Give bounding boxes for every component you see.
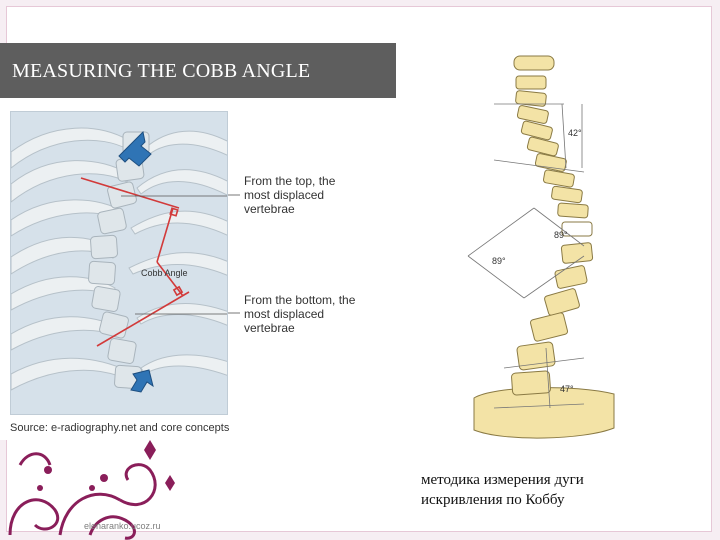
leader-extensions — [228, 194, 240, 314]
rib — [136, 169, 227, 196]
rib — [128, 252, 227, 276]
bottom-arrow — [130, 369, 154, 393]
bottom-vertebra-callout: From the bottom, the most displaced vert… — [244, 293, 355, 335]
vertebra — [107, 181, 137, 209]
panel-title: MEASURING THE COBB ANGLE — [12, 60, 311, 82]
callout-line: vertebrae — [244, 202, 295, 216]
vertebra — [99, 311, 129, 339]
callout-line: From the bottom, the — [244, 293, 356, 307]
rib — [11, 357, 122, 391]
pelvis — [473, 387, 615, 439]
scoliosis-spine-panel: 42° 89° 89° 47° — [454, 48, 630, 446]
website-watermark: elenaranko.ucoz.ru — [84, 521, 161, 531]
caption-line: искривления по Коббу — [421, 492, 565, 508]
vertebra — [520, 120, 553, 141]
vertebra — [542, 169, 575, 188]
title-bar: MEASURING THE COBB ANGLE — [0, 43, 396, 98]
callout-line: most displaced — [244, 188, 325, 202]
vertebra — [526, 136, 559, 157]
vertebra — [107, 338, 137, 364]
scoliosis-spine-svg: 42° 89° 89° 47° — [467, 55, 615, 439]
vertebra — [513, 55, 555, 71]
rib — [130, 210, 227, 236]
vertebra — [557, 202, 589, 219]
source-credit: Source: e-radiography.net and core conce… — [10, 422, 230, 434]
decorative-swirl-ornament — [8, 440, 175, 540]
top-vertebra-callout: From the top, the most displaced vertebr… — [244, 174, 335, 216]
spine-xray-illustration: Cobb Angle — [10, 111, 228, 415]
vertebra — [511, 370, 551, 396]
callout-line: From the top, the — [244, 174, 336, 188]
angle-label-mid-left: 89° — [492, 256, 506, 266]
vertebra — [560, 242, 594, 264]
vertebra — [551, 185, 583, 204]
cobb-top-perpendicular — [156, 207, 174, 263]
vertebra — [529, 312, 569, 342]
vertebra — [516, 105, 549, 124]
right-angle-marker — [172, 285, 184, 297]
cobb-bottom-perpendicular — [156, 261, 184, 297]
caption-line: методика измерения дуги — [421, 472, 584, 488]
cobb-bottom-line — [96, 291, 190, 347]
rib — [11, 236, 116, 275]
angle-label-top: 42° — [568, 128, 582, 138]
callout-line: most displaced — [244, 307, 325, 321]
cobb-top-line — [80, 177, 180, 209]
angle-label-mid-right: 89° — [554, 230, 568, 240]
angle-label-bottom: 47° — [560, 384, 574, 394]
cobb-diagram-panel: MEASURING THE COBB ANGLE — [0, 43, 396, 440]
figure-caption: методика измерения дуги искривления по К… — [421, 470, 671, 510]
cobb-angle-label: Cobb Angle — [141, 268, 188, 278]
vertebra — [554, 265, 588, 289]
vertebra — [515, 75, 547, 90]
vertebra — [544, 288, 580, 316]
vertebra — [91, 286, 121, 312]
top-arrow — [118, 130, 152, 167]
vertebra — [515, 90, 547, 107]
rib — [140, 130, 227, 159]
spine-xray-svg: Cobb Angle — [11, 127, 227, 393]
callout-line: vertebrae — [244, 321, 295, 335]
vertebra — [90, 234, 118, 260]
vertebra — [88, 260, 116, 286]
vertebra — [97, 207, 127, 235]
rib — [140, 354, 227, 376]
right-angle-marker — [169, 207, 179, 217]
